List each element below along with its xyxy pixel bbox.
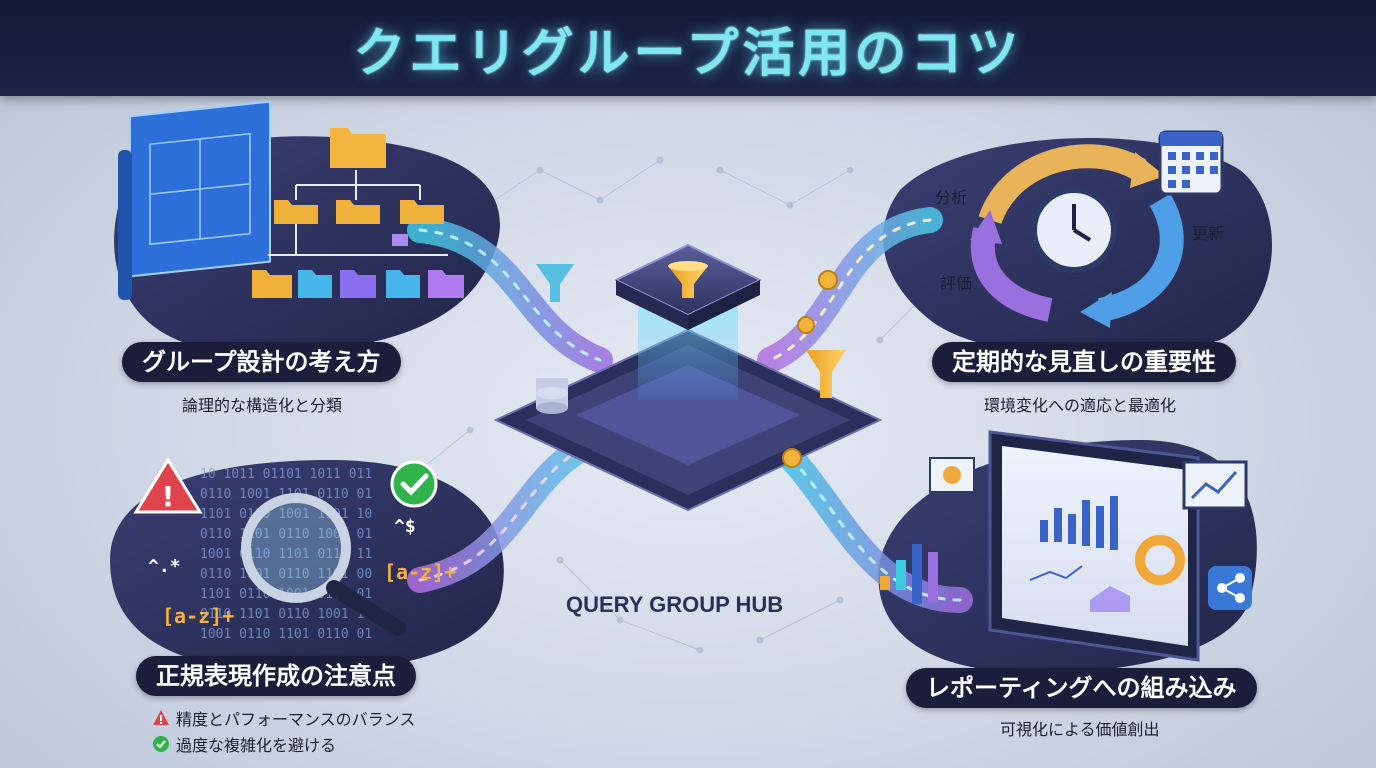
folder-icon-root	[330, 128, 386, 168]
regex-panel-blob	[110, 460, 504, 673]
reporting-section-subtitle: 可視化による価値創出	[1000, 720, 1160, 739]
regex-section-title: 正規表現作成の注意点	[136, 656, 416, 696]
folder-icon-b	[336, 200, 380, 224]
folder-icon-c	[400, 200, 444, 224]
regex-note-precision: 精度とパフォーマンスのバランス	[152, 706, 415, 730]
reporting-section-title: レポーティングへの組み込み	[906, 668, 1257, 708]
page-title: クエリグループ活用のコツ	[353, 22, 1023, 84]
hub-label: QUERY GROUP HUB	[566, 592, 784, 617]
design-section-title: グループ設計の考え方	[122, 342, 401, 382]
share-icon	[1208, 566, 1252, 610]
bar-chart-icon	[880, 544, 938, 604]
svg-text:1001 0110 1101 0110 01: 1001 0110 1101 0110 01	[200, 627, 372, 642]
network-background	[416, 156, 924, 654]
folder-icon-e	[298, 270, 332, 298]
regex-note-text: 過度な複雑化を避ける	[176, 736, 337, 755]
presentation-icon	[929, 457, 975, 506]
warning-icon: !	[133, 457, 203, 514]
warning-icon	[153, 710, 169, 725]
cycle-label-evaluate: 評価	[940, 274, 973, 293]
cycle-label-analysis: 分析	[935, 188, 968, 207]
review-section-title: 定期的な見直しの重要性	[932, 342, 1236, 382]
check-icon	[390, 460, 438, 508]
illustration-scene: 10 1011 01101 1011 011 0110 1001 1101 01…	[110, 100, 1273, 673]
funnel-icon-left	[536, 264, 574, 302]
svg-text:10 1011 01101 1011 011: 10 1011 01101 1011 011	[200, 467, 372, 482]
review-cycle-icon	[970, 144, 1184, 328]
database-icon	[536, 372, 568, 414]
magnifier-icon	[241, 493, 406, 636]
funnel-icon-right	[806, 350, 846, 398]
folder-icon-d	[252, 270, 292, 298]
dashboard-monitor	[988, 430, 1200, 662]
calendar-icon	[1158, 130, 1224, 196]
review-section-subtitle: 環境変化への適応と最適化	[984, 396, 1177, 415]
folder-icon-f	[340, 270, 376, 298]
header-bar: クエリグループ活用のコツ	[0, 0, 1376, 96]
regex-note-complexity: 過度な複雑化を避ける	[152, 732, 336, 756]
design-section-subtitle: 論理的な構造化と分類	[182, 396, 343, 415]
regex-snippet-anchor: ^$	[394, 516, 416, 537]
folder-icon-g	[386, 270, 420, 298]
data-coins	[782, 270, 838, 468]
regex-note-text: 精度とパフォーマンスのバランス	[176, 710, 416, 729]
trend-chart-icon	[1182, 460, 1248, 510]
folder-tree	[252, 128, 464, 298]
regex-snippet-wildcard: ^.*	[148, 556, 181, 577]
regex-snippet-class-1: [a-z]+	[384, 560, 457, 584]
blueprint-icon	[118, 100, 271, 300]
svg-text:!: !	[162, 480, 175, 513]
regex-snippet-class-2: [a-z]+	[162, 604, 235, 628]
folder-icon-h	[428, 270, 464, 298]
cycle-label-update: 更新	[1192, 224, 1225, 243]
svg-text:0110 1001 0110 1101 00: 0110 1001 0110 1101 00	[200, 567, 372, 582]
hub-funnel-icon	[668, 266, 708, 298]
folder-icon-a	[274, 200, 318, 224]
svg-text:0110 1101 0110 1001 10: 0110 1101 0110 1001 10	[200, 607, 372, 622]
check-icon	[153, 736, 169, 752]
